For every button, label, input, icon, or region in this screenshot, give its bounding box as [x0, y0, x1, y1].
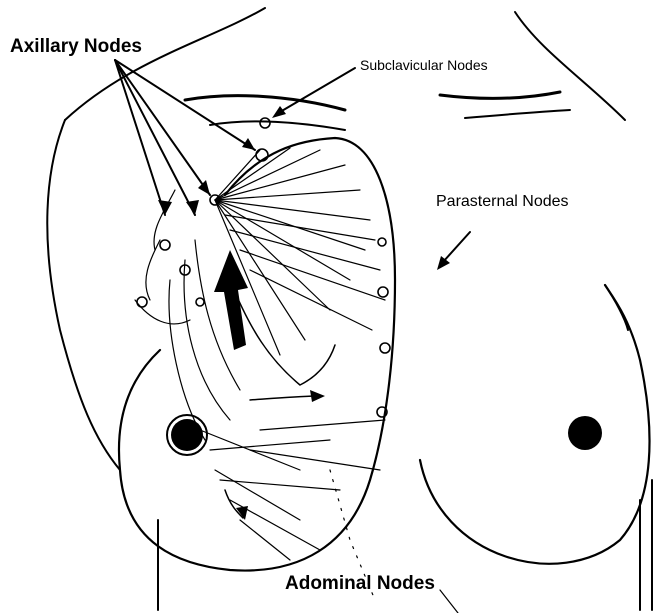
right-nipple	[568, 416, 602, 450]
clavicle-right-stroke	[440, 92, 560, 98]
left-shoulder-outline	[47, 120, 120, 470]
left-nipple	[171, 419, 203, 451]
dissected-flap	[230, 280, 335, 385]
clavicle-right-stroke-2	[465, 110, 570, 118]
parasternal-pointer-line	[443, 232, 470, 262]
abdominal-nodes-label: Adominal Nodes	[285, 573, 435, 595]
torso-outline	[65, 8, 265, 120]
clavicle-stroke	[185, 96, 345, 110]
axillary-nodes-label: Axillary Nodes	[10, 36, 142, 58]
flow-line-2	[225, 490, 243, 518]
abdominal-pointer-line	[440, 590, 458, 613]
right-breast-outline	[420, 285, 650, 564]
axillary-pointer-lines	[115, 60, 255, 215]
lymph-nodes	[137, 118, 390, 417]
subclavicular-pointer-line	[280, 68, 355, 112]
flow-line	[250, 396, 320, 400]
parasternal-nodes-label: Parasternal Nodes	[436, 193, 569, 211]
clavicle-stroke-2	[210, 121, 345, 130]
subclavicular-nodes-label: Subclavicular Nodes	[360, 57, 488, 73]
lymphatic-channels	[135, 148, 385, 560]
neck-right-outline	[515, 12, 625, 120]
right-breast-tip	[605, 285, 628, 330]
